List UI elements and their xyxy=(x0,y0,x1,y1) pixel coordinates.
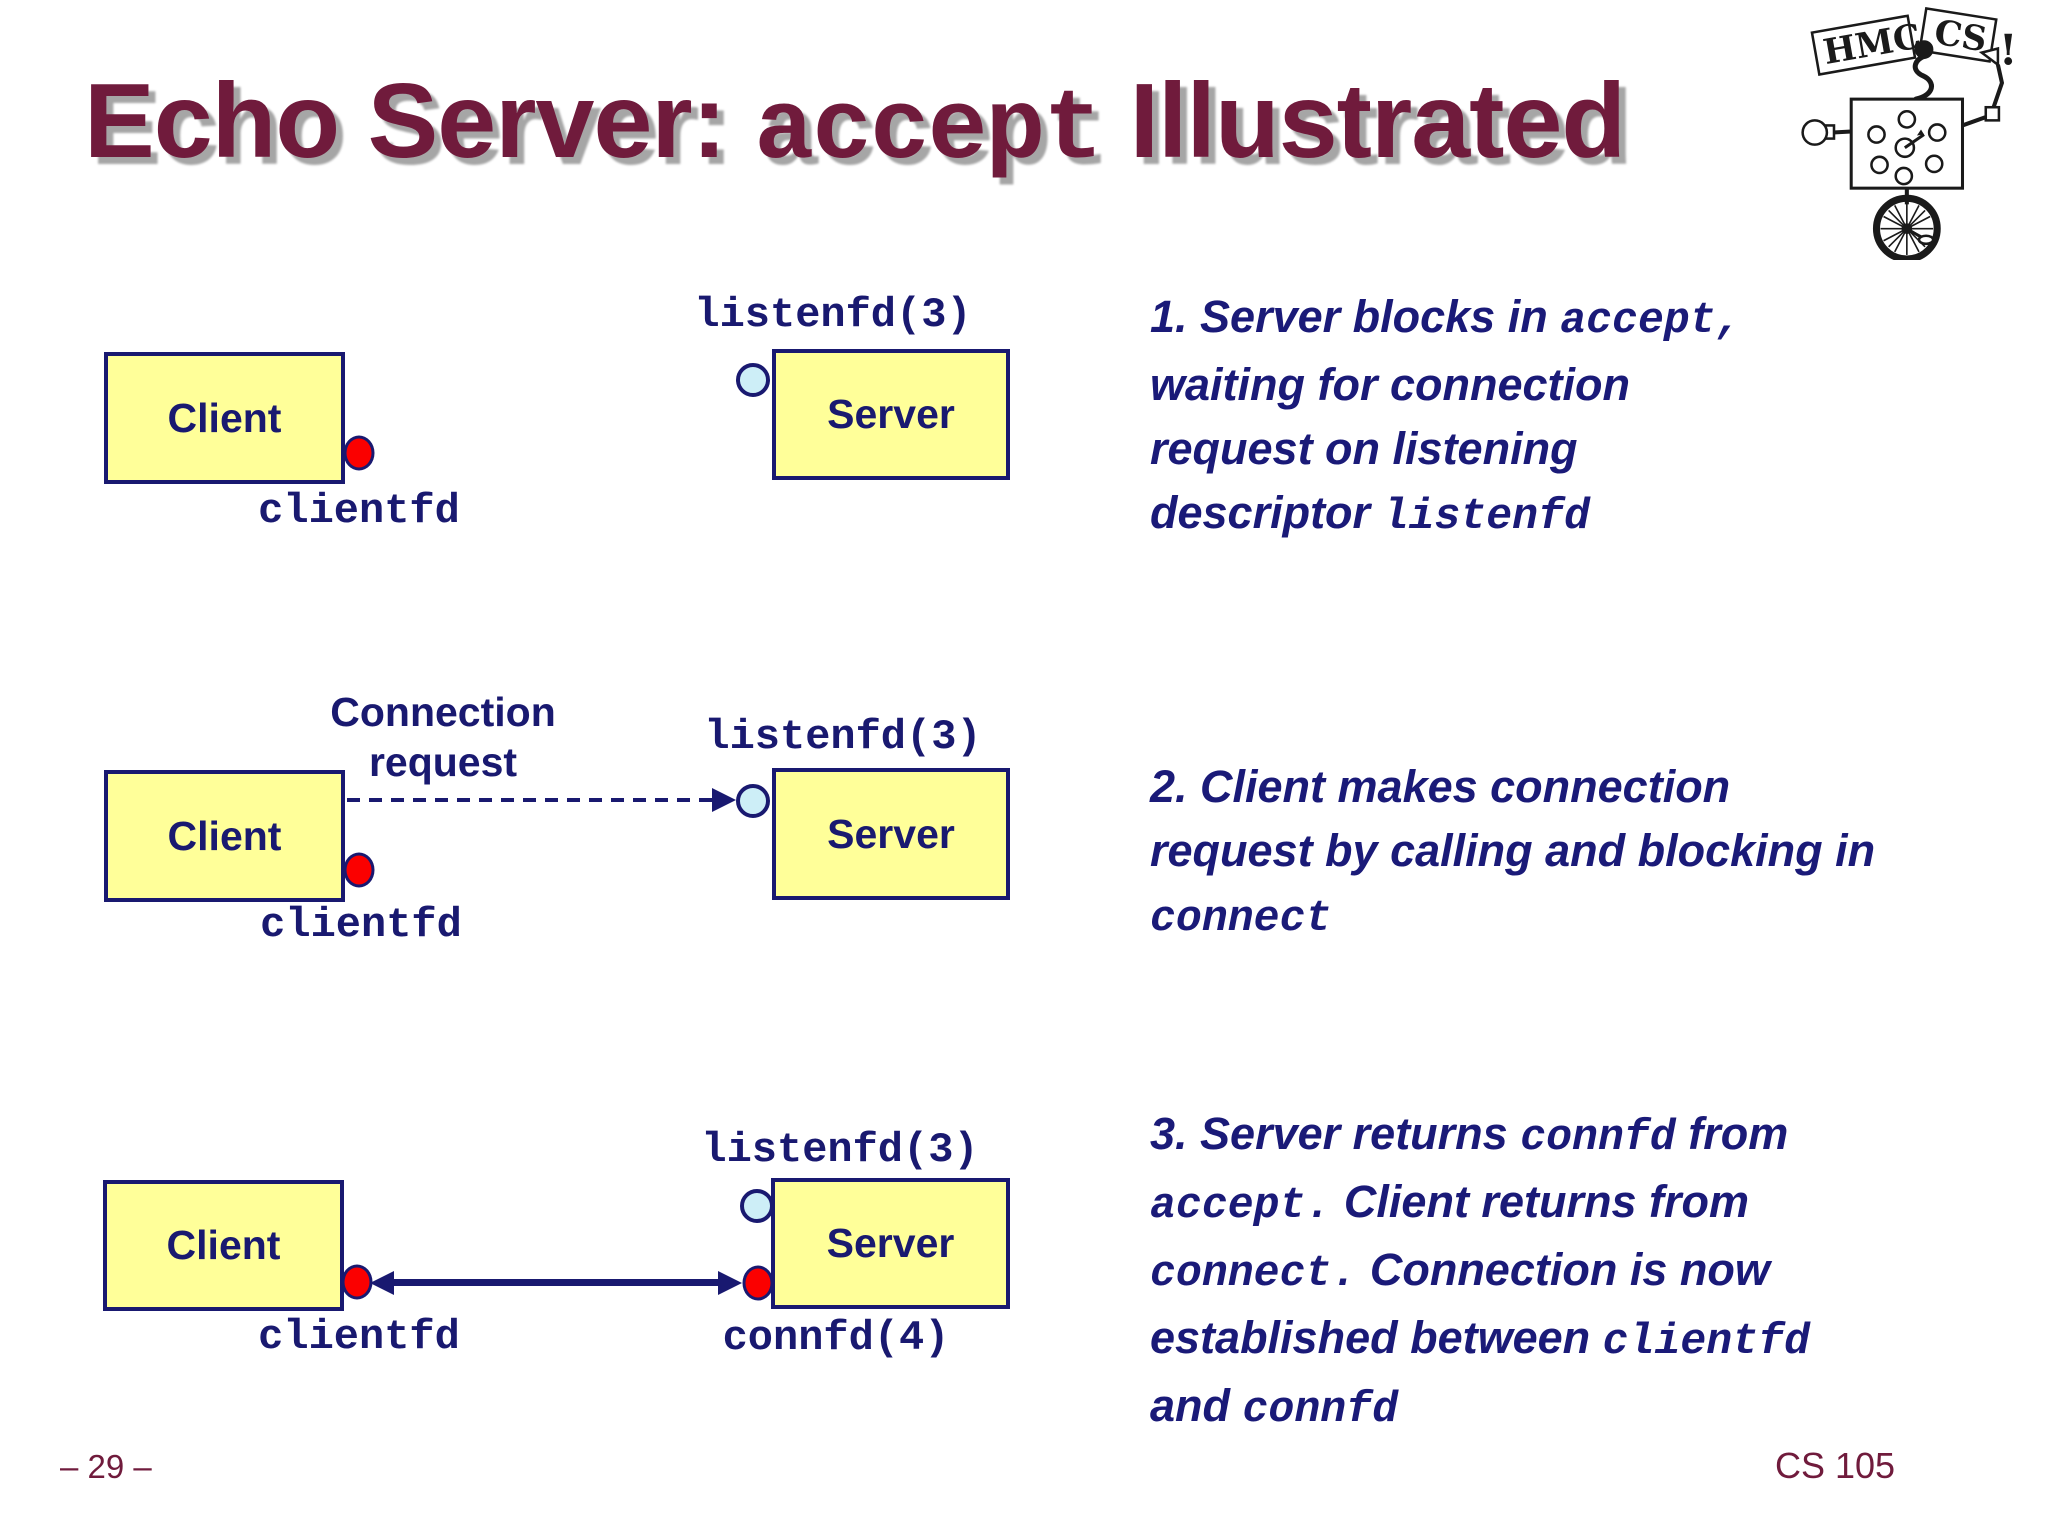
page-number: – 29 – xyxy=(60,1448,152,1485)
server-box-row2: Server xyxy=(772,768,1010,900)
listenfd-label-row3: listenfd(3) xyxy=(701,1126,979,1174)
logo-banner: HMC CS ! xyxy=(1810,6,2018,76)
server-box-label: Server xyxy=(827,391,955,437)
note-1-server-blocks: 1. Server blocks in accept,waiting for c… xyxy=(1150,291,1742,541)
client-box-label: Client xyxy=(167,394,282,441)
client-box-label: Client xyxy=(166,1222,281,1268)
logo-robot xyxy=(1801,40,2005,260)
server-box-label: Server xyxy=(827,810,955,857)
connfd-dot-row3 xyxy=(742,1265,774,1301)
connection-request-line1: Connection xyxy=(330,689,556,735)
clientfd-dot-row2 xyxy=(343,852,375,888)
connection-request-label: Connection request xyxy=(330,687,555,787)
listenfd-dot-row1 xyxy=(736,363,770,397)
connection-arrowhead-left-icon xyxy=(370,1271,394,1295)
clientfd-label-row1: clientfd xyxy=(258,487,460,535)
server-box-row3: Server xyxy=(771,1178,1010,1309)
client-box-row1: Client xyxy=(104,352,345,484)
client-box-row2: Client xyxy=(104,770,345,902)
clientfd-dot-row3 xyxy=(341,1264,373,1300)
page-title: Echo Server: accept Illustrated xyxy=(84,62,1626,187)
listenfd-dot-row3 xyxy=(740,1189,774,1223)
hmc-cs-robot-logo: HMC CS ! xyxy=(1801,6,2018,260)
clientfd-label-row2: clientfd xyxy=(260,901,462,949)
logo-banner-hmc-text: HMC xyxy=(1820,17,1923,73)
established-connection-arrow xyxy=(390,1279,720,1286)
robot-bulb-hand xyxy=(1801,119,1829,146)
server-box-label: Server xyxy=(826,1220,955,1266)
listenfd-label-row1: listenfd(3) xyxy=(694,291,972,339)
listenfd-dot-row2 xyxy=(736,784,770,818)
listenfd-label-row2: listenfd(3) xyxy=(704,713,982,761)
connfd-label-row3: connfd(4) xyxy=(722,1314,950,1362)
course-label: CS 105 xyxy=(1775,1445,1896,1486)
robot-head xyxy=(1914,40,1934,59)
robot-body xyxy=(1849,97,1965,190)
clientfd-label-row3: clientfd xyxy=(258,1313,460,1361)
unicycle-wheel xyxy=(1872,194,1941,260)
client-box-row3: Client xyxy=(103,1180,344,1311)
dashed-arrowhead-icon xyxy=(712,788,736,812)
server-box-row1: Server xyxy=(772,349,1010,480)
connection-request-line2: request xyxy=(368,739,518,785)
connection-arrowhead-right-icon xyxy=(718,1271,742,1295)
connection-request-dashed-arrow xyxy=(347,798,712,802)
logo-banner-exclaim: ! xyxy=(1999,26,2018,76)
clientfd-dot-row1 xyxy=(343,435,375,471)
client-box-label: Client xyxy=(167,812,282,859)
robot-flag xyxy=(1978,46,2000,68)
